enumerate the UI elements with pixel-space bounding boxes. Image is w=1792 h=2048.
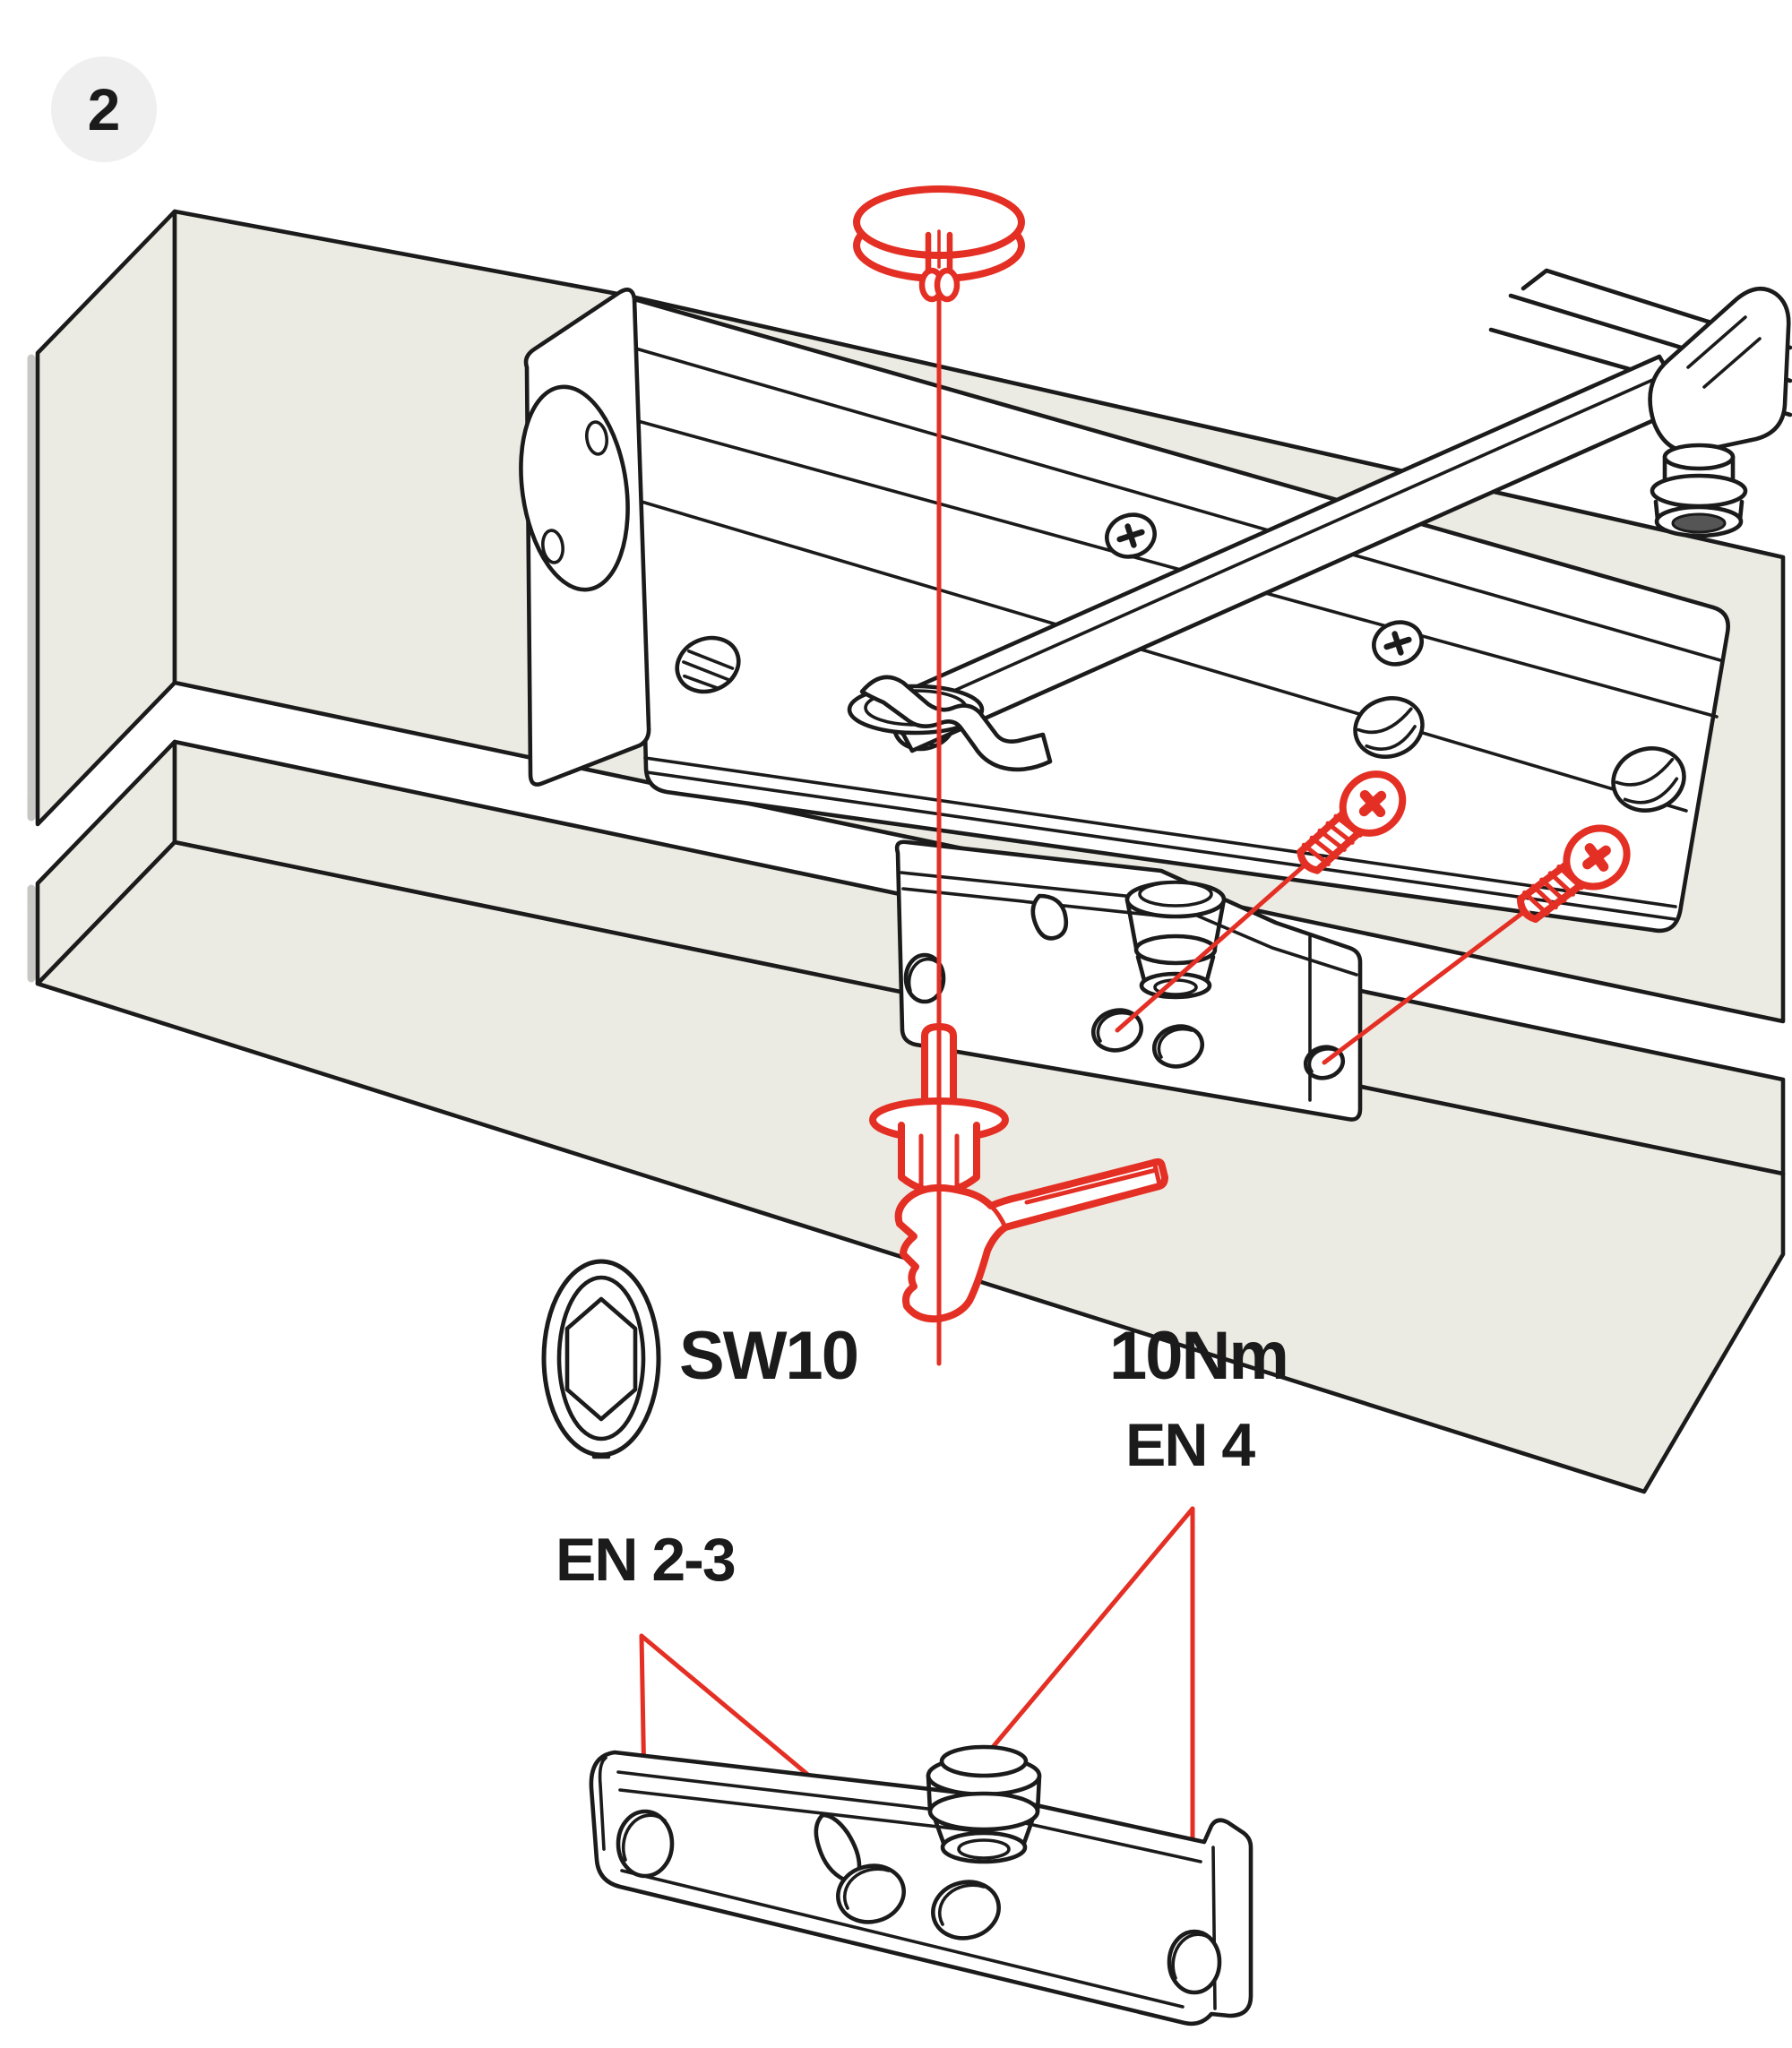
round-screw-head [1611, 746, 1686, 813]
phillips-screw-red [1516, 824, 1631, 923]
hex-socket-icon [541, 1259, 661, 1459]
round-screw-head [1353, 696, 1425, 759]
step-number-badge: 2 [51, 56, 157, 162]
cover-cap-icon [853, 185, 1025, 303]
arm-mounting-bracket [894, 839, 1363, 1122]
phillips-screw-icon [1372, 620, 1424, 667]
phillips-screw-icon [1105, 512, 1157, 559]
bracket-hole-en23 [616, 1809, 675, 1879]
en23-label: EN 2-3 [556, 1526, 737, 1594]
open-end-wrench-icon [894, 1157, 1168, 1323]
bracket-hole [903, 952, 946, 1004]
en4-label: EN 4 [1125, 1411, 1255, 1479]
wrench-size-label: SW10 [679, 1318, 859, 1394]
bracket-hole [1151, 1024, 1205, 1069]
torque-label: 10Nm [1109, 1318, 1289, 1394]
pinion-boss-detail [926, 1744, 1042, 1864]
bracket-hole-en4 [836, 1863, 906, 1924]
arm-pivot-stud [1650, 443, 1748, 538]
screw-leader-lines [1115, 861, 1528, 1065]
mounting-bracket-detail [589, 1506, 1254, 2026]
arm-elbow-joint [883, 286, 1791, 753]
bracket-hole-en23 [931, 1880, 1001, 1940]
slotted-screw [675, 635, 741, 694]
pinion-boss [1124, 880, 1227, 1000]
bracket-slot [1030, 893, 1069, 941]
bracket-hole-en4 [1167, 1929, 1222, 1995]
